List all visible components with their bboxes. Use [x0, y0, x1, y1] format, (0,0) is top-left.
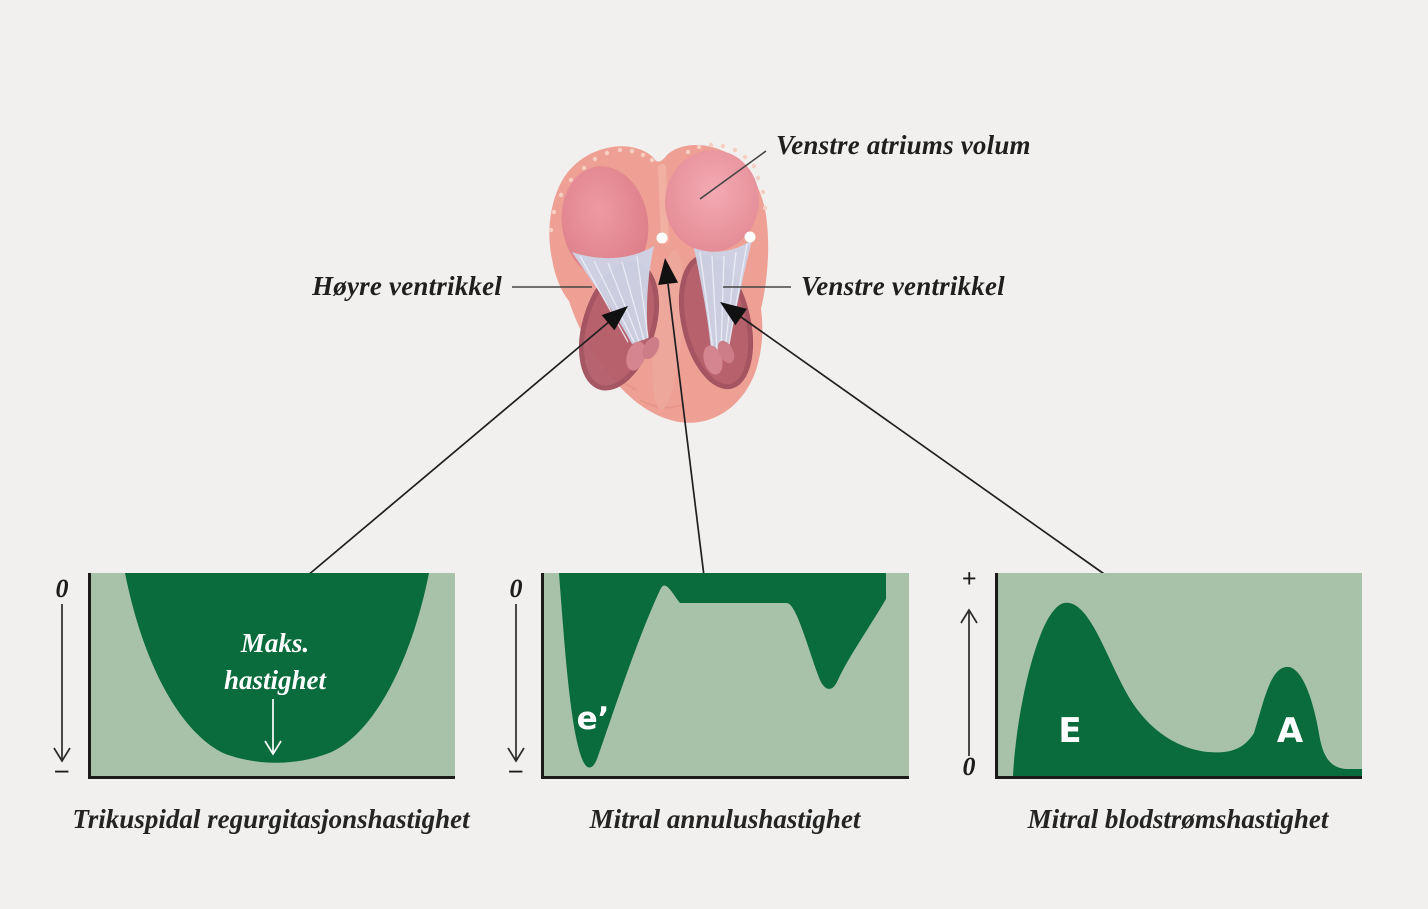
e-prime-wave-label: e’: [576, 701, 610, 737]
inflow-waveform: [1013, 602, 1362, 776]
connector-line-tricuspid: [306, 320, 611, 577]
panel-tricuspid-regurgitation: Maks. hastighet: [88, 573, 455, 779]
heart-rim-texture: [548, 142, 768, 233]
arrowhead-tricuspid-icon: [601, 306, 628, 331]
label-left-atrium-volume: Venstre atriums volum: [776, 130, 1031, 160]
a-wave-label: A: [1276, 711, 1304, 751]
down-arrow-icon: [53, 604, 71, 763]
annulus-dot-right: [744, 231, 756, 243]
connector-arrowheads: [601, 258, 747, 331]
panel1-axis-top-label: 0: [55, 574, 69, 603]
caption-inflow: Mitral blodstrømshastighet: [1027, 804, 1329, 834]
inflow-envelope: [1013, 602, 1362, 776]
tricuspid-envelope: [125, 573, 429, 763]
max-velocity-arrow-icon: [264, 699, 282, 756]
septum-shape: [652, 250, 684, 410]
label-left-ventricle: Venstre ventrikkel: [801, 271, 1005, 301]
tricuspid-waveform: [125, 573, 429, 763]
panel2-axis-bottom-label: –: [509, 755, 523, 784]
leader-left-atrium-volume: [699, 150, 767, 200]
interatrial-septum: [658, 164, 669, 244]
leader-lines: [512, 150, 791, 288]
panel-mitral-annulus: e’: [541, 573, 909, 779]
caption-tricuspid: Trikuspidal regurgitasjonshastighet: [72, 804, 470, 834]
annulus-dot-left: [656, 232, 668, 244]
label-right-ventricle: Høyre ventrikkel: [312, 271, 502, 301]
panel3-axis-bottom-label: 0: [962, 752, 976, 781]
tricuspid-chordae: [572, 246, 654, 344]
connector-line-mitral-flow: [740, 316, 1108, 577]
connector-line-annulus: [667, 283, 705, 577]
papillary-muscles: [626, 336, 735, 375]
mitral-chordae: [694, 240, 752, 352]
panel2-axis-top-label: 0: [509, 574, 523, 603]
chordae-strands: [579, 243, 748, 352]
heart-outer-wall: [549, 144, 769, 423]
arrowhead-mitral-icon: [720, 302, 747, 326]
down-arrow-icon: [507, 604, 525, 763]
max-velocity-annotation: Maks. hastighet: [223, 628, 327, 695]
left-atrium-shape: [664, 150, 760, 252]
connector-arrows: [306, 283, 1108, 577]
up-arrow-icon: [960, 608, 978, 756]
caption-annulus: Mitral annulushastighet: [589, 804, 861, 834]
panel-mitral-inflow: E A: [995, 573, 1362, 779]
arrowhead-annulus-icon: [658, 258, 679, 285]
e-wave-label: E: [1058, 711, 1082, 751]
heart-illustration: [548, 142, 769, 423]
annulus-envelope: [559, 573, 886, 768]
right-atrium-shape: [561, 166, 649, 280]
annulus-waveform: [559, 573, 886, 768]
panel3-axis-top-label: +: [961, 564, 977, 593]
heart-wall-texture: [599, 339, 753, 409]
right-ventricle-cavity: [578, 261, 660, 391]
left-ventricle-cavity: [678, 254, 754, 390]
panel1-axis-bottom-label: –: [55, 755, 69, 784]
